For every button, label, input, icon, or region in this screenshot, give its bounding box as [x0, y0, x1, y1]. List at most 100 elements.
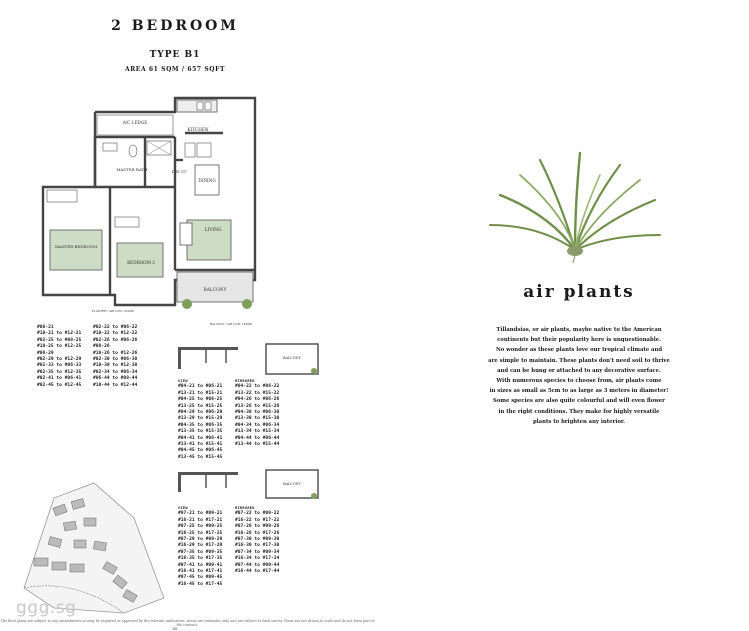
list-item: #07-34 to #09-34: [235, 549, 280, 555]
list-item: #07-26 to #09-26: [235, 524, 280, 530]
unit-list-mid-right: MIRRORED #04-22 to #06-22#13-22 to #15-2…: [235, 378, 279, 448]
list-item: #02-30 to #06-30: [93, 357, 138, 363]
list-item: #07-45 to #09-45: [178, 575, 223, 581]
list-item: #13-45 to #15-45: [178, 454, 223, 460]
list-item: #13-25 to #15-25: [178, 403, 223, 409]
floor-plan: A/C LEDGE KITCHEN MASTER BATH DRY ST DIN…: [41, 96, 257, 326]
list-item: #07-44 to #09-44: [235, 562, 280, 568]
list-item: #16-35 to #17-35: [178, 556, 223, 562]
unit-list-mid-left-header: VIEW: [178, 379, 188, 383]
list-item: #02-41 to #06-41: [37, 376, 82, 382]
list-item: #07-30 to #09-30: [235, 537, 280, 543]
unit-area: AREA 61 SQM / 657 SQFT: [124, 66, 226, 73]
list-item: #07-22 to #09-22: [235, 511, 280, 517]
watermark: ggg.sg: [16, 598, 77, 618]
unit-type-title: 2 BEDROOM: [111, 18, 239, 34]
list-item: #13-35 to #15-35: [178, 429, 223, 435]
unit-list-bot-right: MIRRORED #07-22 to #09-22#16-22 to #17-2…: [235, 505, 279, 575]
list-item: #07-25 to #09-25: [178, 524, 223, 530]
list-item: #07-35 to #09-35: [178, 549, 223, 555]
list-item: #10-25 to #12-25: [37, 344, 82, 350]
label-dry: DRY ST: [172, 169, 187, 174]
list-item: #08-21: [37, 325, 54, 330]
unit-list-top-right: #02-22 to #06-22#10-22 to #12-22#02-26 t…: [93, 325, 137, 389]
list-item: #13-41 to #15-41: [178, 442, 223, 448]
list-item: #16-22 to #17-22: [235, 517, 280, 523]
list-item: #16-25 to #17-25: [178, 530, 223, 536]
list-item: #04-21 to #06-21: [178, 384, 223, 390]
list-item: #13-22 to #15-22: [235, 390, 280, 396]
list-item: #10-26 to #12-26: [93, 350, 138, 356]
list-item: #16-21 to #17-21: [178, 517, 223, 523]
label-balcony: BALCONY: [203, 288, 226, 293]
air-plant-image: [489, 151, 661, 264]
list-item: #08-29: [37, 350, 54, 356]
list-item: #16-41 to #17-41: [178, 569, 223, 575]
list-item: #02-33 to #06-33: [37, 363, 82, 369]
list-item: #04-45 to #06-45: [178, 448, 223, 454]
list-item: #08-26: [93, 344, 110, 350]
note-window: PLANTER / AIR CON. LEDGE: [92, 309, 134, 313]
label-master-bedroom: MASTER BEDROOM: [55, 244, 97, 249]
page-number: 48: [172, 626, 178, 631]
label-bedroom-2: BEDROOM 2: [127, 260, 155, 265]
list-item: #04-25 to #06-25: [178, 397, 223, 403]
list-item: #13-30 to #15-30: [235, 416, 280, 422]
label-ac-ledge: A/C LEDGE: [122, 120, 148, 125]
list-item: With numerous species to choose from, ai…: [496, 378, 662, 385]
list-item: #02-35 to #12-35: [37, 369, 82, 375]
list-item: #04-34 to #06-34: [235, 422, 280, 428]
list-item: #16-45 to #17-45: [178, 581, 223, 587]
list-item: #07-41 to #09-41: [178, 562, 223, 568]
list-item: #07-21 to #09-21: [178, 511, 223, 517]
label-kitchen: KITCHEN: [187, 127, 208, 132]
list-item: #13-21 to #15-21: [178, 390, 223, 396]
list-item: #04-41 to #06-41: [178, 435, 223, 441]
label-master-bath: MASTER BATH: [116, 167, 148, 172]
list-item: #02-34 to #06-34: [93, 369, 138, 375]
air-plants-title: air plants: [523, 282, 635, 302]
unit-list-mid-left: VIEW #04-21 to #06-21#13-21 to #15-21#04…: [178, 378, 222, 461]
list-item: #02-22 to #06-22: [93, 325, 138, 330]
list-item: #10-30 to #12-30: [93, 363, 138, 369]
list-item: in the right conditions. They make for h…: [498, 408, 660, 415]
list-item: #07-29 to #09-29: [178, 537, 223, 543]
list-item: #04-22 to #06-22: [235, 384, 280, 390]
list-item: #02-25 to #08-25: [37, 337, 82, 343]
list-item: #02-45 to #12-45: [37, 382, 82, 388]
unit-list-top-left: #08-21#10-21 to #12-21#02-25 to #08-25#1…: [37, 325, 81, 389]
list-item: Some species are also quite colourful an…: [493, 398, 665, 405]
list-item: #10-22 to #12-22: [93, 331, 138, 337]
list-item: #16-26 to #17-26: [235, 530, 280, 536]
list-item: plants to brighten any interior.: [532, 418, 626, 425]
mini-plan-1: BALCONY: [178, 343, 319, 375]
list-item: #16-44 to #17-44: [235, 569, 280, 575]
site-key-plan: [23, 482, 165, 614]
note-balcony: BALCONY / AIR CON. LEDGE: [210, 322, 252, 326]
list-item: in sizes as small as 5cm to as large as …: [489, 388, 669, 395]
list-item: #04-29 to #06-29: [178, 410, 223, 416]
list-item: #06-44 to #08-44: [93, 376, 138, 382]
unit-list-bot-right-header: MIRRORED: [235, 506, 255, 510]
list-item: continents but their popularity here is …: [497, 337, 661, 344]
list-item: #10-21 to #12-21: [37, 331, 82, 337]
unit-type-code: TYPE B1: [149, 50, 201, 60]
list-item: #02-26 to #06-26: [93, 337, 138, 343]
mini-plan-1-label: BALCONY: [283, 356, 302, 360]
list-item: #02-29 to #12-29: [37, 357, 82, 363]
list-item: #16-34 to #17-34: [235, 556, 280, 562]
list-item: #16-30 to #17-30: [235, 543, 280, 549]
list-item: #04-26 to #06-26: [235, 397, 280, 403]
unit-list-bot-left: VIEW #07-21 to #09-21#16-21 to #17-21#07…: [178, 505, 222, 588]
mini-plan-2: BALCONY: [178, 469, 319, 499]
list-item: #10-44 to #12-44: [93, 382, 138, 388]
list-item: #04-35 to #06-35: [178, 422, 223, 428]
list-item: #13-26 to #15-26: [235, 403, 280, 409]
label-dining: DINING: [198, 178, 216, 183]
air-plants-description: Tillandsias, or air plants, maybe native…: [474, 325, 684, 427]
label-living: LIVING: [205, 228, 222, 233]
list-item: #16-29 to #17-29: [178, 543, 223, 549]
footer-disclaimer: The floor plans are subject to any amend…: [0, 619, 375, 627]
list-item: #13-29 to #15-29: [178, 416, 223, 422]
list-item: and can be hung or attached to any decor…: [497, 367, 661, 374]
